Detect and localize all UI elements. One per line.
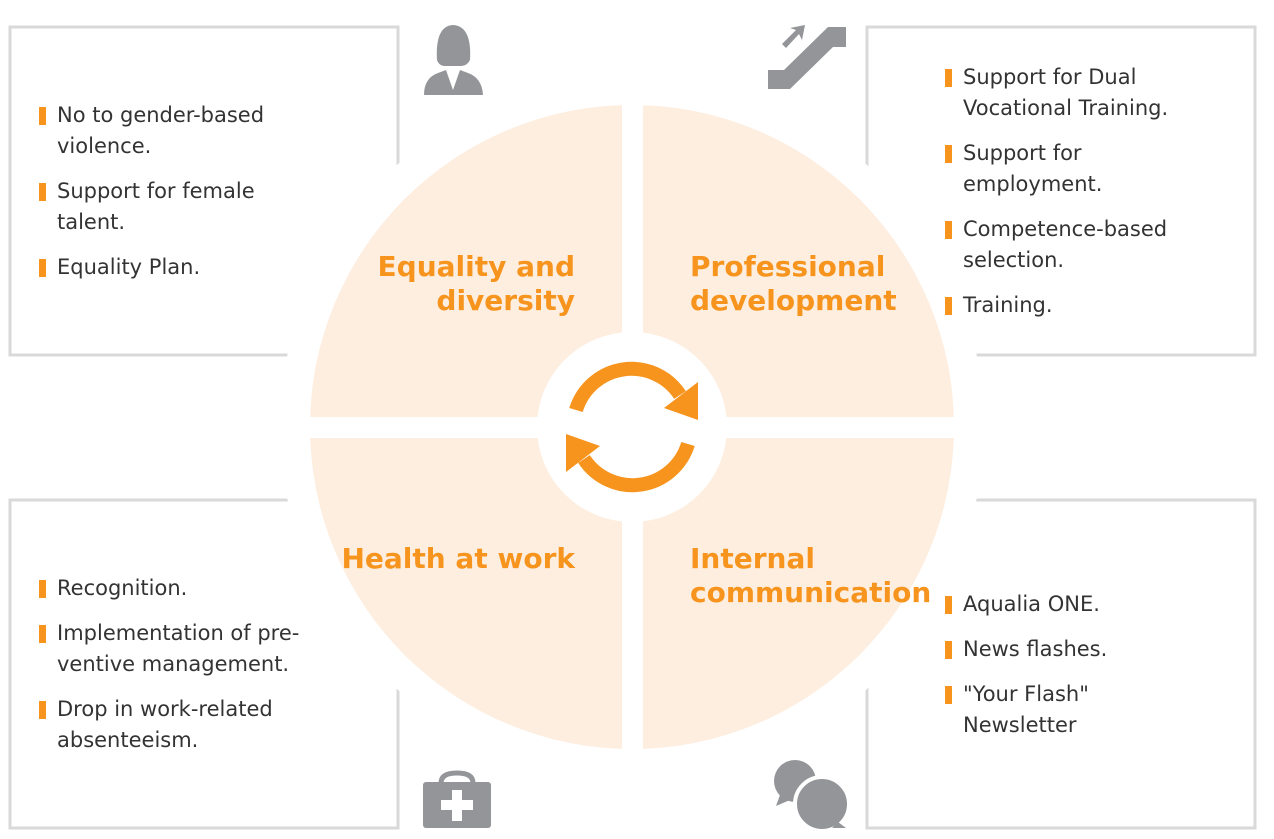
bullet-icon [39, 625, 46, 643]
bullet-icon [945, 145, 952, 163]
bullet-icon [39, 107, 46, 125]
businesswoman-icon [424, 25, 483, 95]
quadrant-professional [632, 105, 954, 427]
list-item: News flashes. [945, 634, 1125, 665]
quadrant-equality [310, 105, 632, 427]
title-line: Professional [690, 250, 886, 283]
refresh-cycle-icon [569, 361, 695, 493]
list-item: Recognition. [39, 573, 329, 604]
title-line: diversity [436, 284, 575, 317]
title-line: development [690, 284, 897, 317]
title-line: communication [690, 576, 932, 609]
title-health: Health at work [330, 542, 575, 576]
title-line: Internal [690, 542, 815, 575]
quadrant-circle [310, 105, 954, 749]
title-communication: Internal communication [690, 542, 931, 610]
bullet-icon [945, 221, 952, 239]
list-health: Recognition. Implementation of pre-venti… [39, 573, 329, 770]
title-equality: Equality and diversity [330, 250, 575, 318]
title-line: Health at work [341, 542, 575, 575]
title-professional: Professional development [690, 250, 897, 318]
bullet-icon [945, 686, 952, 704]
bullet-icon [39, 580, 46, 598]
list-item: Support for Dual Vocational Training. [945, 62, 1195, 124]
bullet-icon [39, 183, 46, 201]
chat-bubbles-icon [774, 760, 851, 833]
list-communication: Aqualia ONE. News flashes. "Your Flash" … [945, 589, 1125, 755]
list-item: Training. [945, 290, 1195, 321]
escalator-icon [768, 25, 846, 89]
list-item: Equality Plan. [39, 252, 289, 283]
bullet-icon [39, 701, 46, 719]
bullet-icon [39, 259, 46, 277]
list-item: Drop in work-related absenteeism. [39, 694, 329, 756]
list-item: Aqualia ONE. [945, 589, 1125, 620]
bullet-icon [945, 641, 952, 659]
bullet-icon [945, 596, 952, 614]
list-professional: Support for Dual Vocational Training. Su… [945, 62, 1195, 335]
list-item: No to gender-based violence. [39, 100, 289, 162]
list-equality: No to gender-based violence. Support for… [39, 100, 289, 297]
list-item: "Your Flash" Newsletter [945, 679, 1125, 741]
list-item: Support for employment. [945, 138, 1195, 200]
first-aid-kit-icon [423, 770, 491, 828]
quadrant-health [310, 427, 632, 749]
title-line: Equality and [377, 250, 575, 283]
bullet-icon [945, 297, 952, 315]
quadrant-communication [632, 427, 954, 749]
list-item: Competence-based selection. [945, 214, 1195, 276]
bullet-icon [945, 69, 952, 87]
list-item: Implementation of pre-ventive management… [39, 618, 329, 680]
list-item: Support for female talent. [39, 176, 289, 238]
